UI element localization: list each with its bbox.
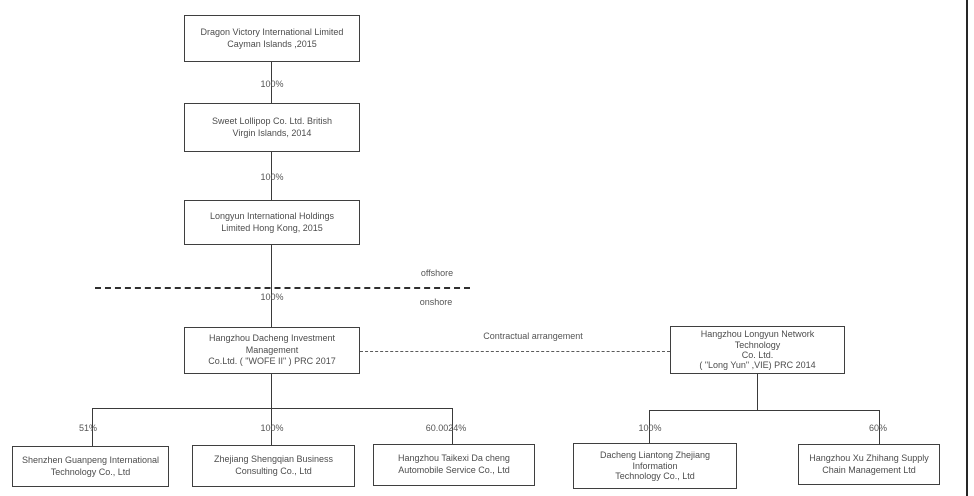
connector-sweet-longyun xyxy=(271,152,272,200)
ownership-label: 100% xyxy=(260,172,284,182)
node-hangzhou-taikexi: Hangzhou Taikexi Da cheng Automobile Ser… xyxy=(373,444,535,486)
connector-to-xuzhihang xyxy=(879,410,880,444)
connector-to-shenzhen xyxy=(92,408,93,446)
connector-dragon-sweet xyxy=(271,62,272,103)
branch-bar-vie xyxy=(649,410,880,411)
ownership-label: 100% xyxy=(260,79,284,89)
connector-to-dacheng xyxy=(649,410,650,443)
connector-to-taikexi xyxy=(452,408,453,444)
connector-longyun-wofe xyxy=(271,245,272,327)
connector-vie-branch xyxy=(757,374,758,411)
ownership-label: 100% xyxy=(260,292,284,302)
ownership-label: 60.0024% xyxy=(425,423,467,433)
node-longyun-holdings: Longyun International Holdings Limited H… xyxy=(184,200,360,245)
node-sweet-lollipop: Sweet Lollipop Co. Ltd. British Virgin I… xyxy=(184,103,360,152)
connector-to-zhejiang xyxy=(271,408,272,445)
ownership-label: 60% xyxy=(868,423,888,433)
page-edge-line xyxy=(966,0,968,496)
ownership-label: 100% xyxy=(260,423,284,433)
offshore-onshore-divider xyxy=(95,287,470,289)
node-zhejiang-shengqian: Zhejiang Shengqian Business Consulting C… xyxy=(192,445,355,487)
node-vie: Hangzhou Longyun Network Technology Co. … xyxy=(670,326,845,374)
node-dragon-victory: Dragon Victory International Limited Cay… xyxy=(184,15,360,62)
node-wofe: Hangzhou Dacheng Investment Management C… xyxy=(184,327,360,374)
offshore-label: offshore xyxy=(420,268,454,278)
onshore-label: onshore xyxy=(419,297,453,307)
branch-bar-wofe xyxy=(92,408,453,409)
node-dacheng-liantong: Dacheng Liantong Zhejiang Information Te… xyxy=(573,443,737,489)
node-hangzhou-xuzhihang: Hangzhou Xu Zhihang Supply Chain Managem… xyxy=(798,444,940,485)
contractual-arrangement-link xyxy=(360,351,670,352)
node-shenzhen-guanpeng: Shenzhen Guanpeng International Technolo… xyxy=(12,446,169,487)
connector-wofe-branch xyxy=(271,374,272,409)
ownership-label: 100% xyxy=(638,423,662,433)
ownership-label: 51% xyxy=(78,423,98,433)
contractual-arrangement-label: Contractual arrangement xyxy=(483,331,583,341)
